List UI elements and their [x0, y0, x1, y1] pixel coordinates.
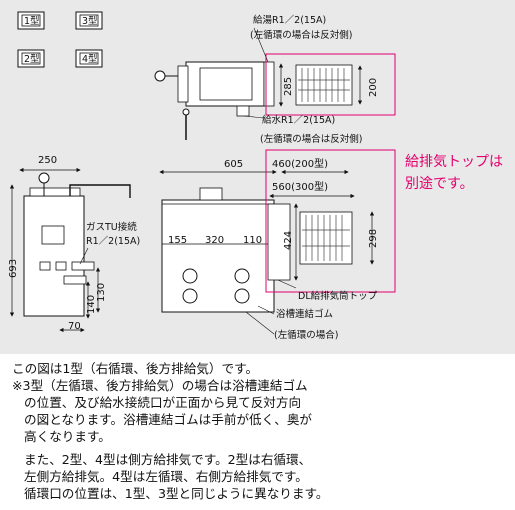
type-icon-4: 4型 — [75, 49, 103, 68]
exhaust-top-callout-line1: 給排気トップは — [405, 154, 503, 170]
dim-155: 155 — [168, 235, 187, 246]
dim-560: 560(300型) — [272, 180, 328, 193]
dim-298: 298 — [368, 229, 379, 248]
note-line: の位置、及び給水接続口が正面から見て反対方向 — [24, 395, 302, 410]
dim-424: 424 — [283, 231, 294, 250]
technical-drawing: 1型 3型 2型 4型 給湯R1 — [8, 11, 503, 341]
dl-exhaust-top-label: DL給排気筒トップ — [298, 290, 378, 302]
dim-605: 605 — [224, 159, 243, 170]
dim-200: 200 — [368, 78, 379, 97]
bath-rubber-label: 浴槽連結ゴム — [276, 308, 333, 320]
type-icon-3: 3型 — [75, 11, 103, 30]
side-view: 250 693 ガスTU接続 R1／2(15A) 130 140 70 — [8, 155, 140, 333]
gas-connection-size: R1／2(15A) — [86, 236, 140, 247]
gas-connection-label: ガスTU接続 — [86, 221, 137, 233]
exhaust-top-callout-line2: 別途です。 — [405, 175, 474, 192]
dim-70: 70 — [68, 321, 81, 332]
cold-water-note: (左循環の場合は反対側) — [260, 133, 362, 145]
note-line: ※3型（左循環、後方排給気）の場合は浴槽連結ゴム — [12, 378, 308, 393]
type-icon-1-label: 1型 — [24, 16, 40, 27]
note-line: の図となります。浴槽連結ゴムは手前が低く、奥が — [24, 412, 313, 427]
front-view-highlight-box — [265, 149, 396, 293]
cold-water-label: 給水R1／2(15A) — [262, 114, 335, 126]
type-icon-2: 2型 — [17, 49, 45, 68]
note-line: 循環口の位置は、1型、3型と同じように異なります。 — [24, 486, 329, 501]
notes-panel: この図は1型（右循環、後方排給気）です。 ※3型（左循環、後方排給気）の場合は浴… — [0, 354, 515, 510]
note-line: 左側方給排気。4型は左循環、右側方給排気です。 — [24, 469, 308, 484]
dim-110: 110 — [243, 235, 262, 246]
dim-460: 460(200型) — [272, 157, 328, 170]
type-icon-2-label: 2型 — [24, 54, 40, 65]
dim-250: 250 — [38, 155, 57, 166]
top-view: 給湯R1／2(15A) (左循環の場合は反対側) 285 200 給水R1／2(… — [154, 14, 396, 145]
note-line: 高くなります。 — [24, 429, 111, 444]
note-line: また、2型、4型は側方給排気です。2型は右循環、 — [24, 452, 312, 467]
top-view-highlight-box — [265, 53, 396, 116]
left-circulation-note: (左循環の場合) — [274, 329, 338, 341]
type-icon-4-label: 4型 — [82, 54, 98, 65]
dim-693: 693 — [8, 259, 19, 278]
hot-water-note: (左循環の場合は反対側) — [250, 29, 352, 41]
note-line: この図は1型（右循環、後方排給気）です。 — [12, 361, 259, 376]
hot-water-label: 給湯R1／2(15A) — [253, 14, 326, 26]
dim-130: 130 — [96, 283, 107, 302]
front-view: 605 155 320 110 460(200型) 560(300型) 424 … — [159, 149, 396, 341]
dim-140: 140 — [86, 295, 97, 314]
type-icon-1: 1型 — [17, 11, 45, 30]
type-icon-3-label: 3型 — [82, 16, 98, 27]
dim-320: 320 — [205, 235, 224, 246]
dim-285: 285 — [283, 77, 294, 96]
